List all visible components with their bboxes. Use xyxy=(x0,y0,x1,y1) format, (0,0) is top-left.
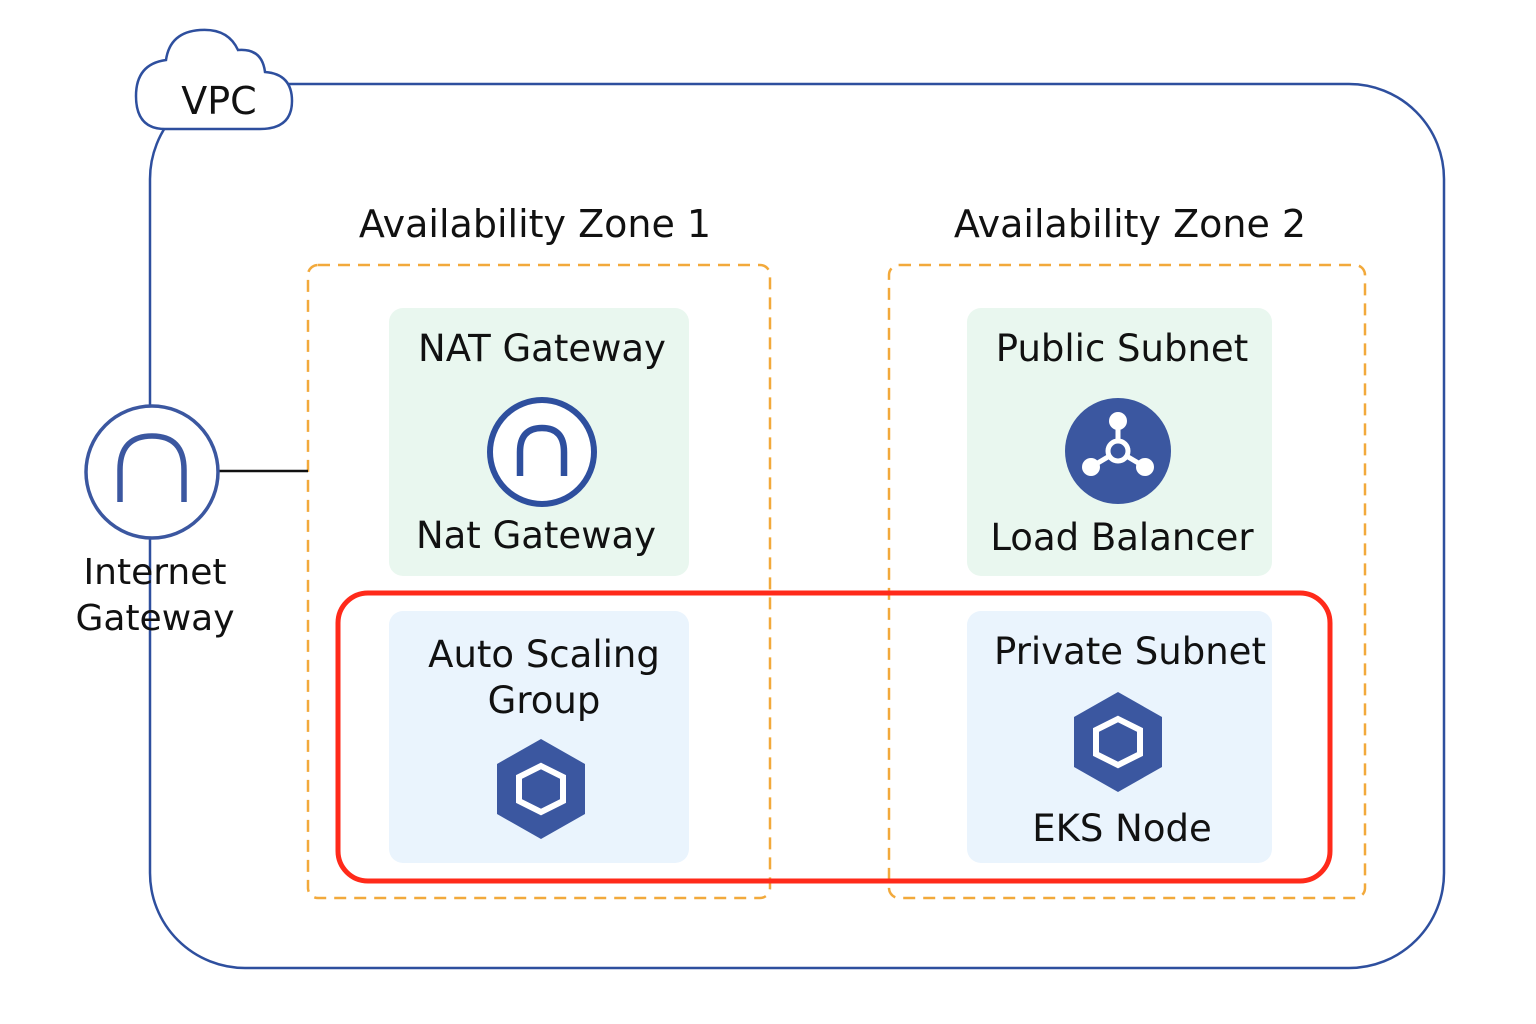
auto-scaling-group-title: Auto Scaling Group xyxy=(428,633,660,722)
nat-gateway-caption: Nat Gateway xyxy=(415,514,657,557)
public-subnet-title: Public Subnet xyxy=(995,327,1249,370)
vpc-cloud-icon xyxy=(134,28,294,131)
availability-zone-1-boundary xyxy=(306,263,772,900)
private-subnet-title: Private Subnet xyxy=(994,630,1266,673)
auto-scaling-hexagon-icon xyxy=(497,739,585,839)
availability-zone-2-title: Availability Zone 2 xyxy=(953,202,1307,246)
load-balancer-icon xyxy=(1065,398,1171,504)
availability-zone-2-boundary xyxy=(887,263,1367,900)
load-balancer-caption: Load Balancer xyxy=(990,516,1254,559)
eks-node-hexagon-icon xyxy=(1074,692,1162,792)
availability-zone-1-title: Availability Zone 1 xyxy=(358,202,712,246)
vpc-label: VPC xyxy=(181,79,257,123)
eks-node-caption: EKS Node xyxy=(1032,807,1212,850)
internet-gateway-icon xyxy=(84,404,220,540)
auto-scaling-group-box xyxy=(389,611,689,863)
nat-gateway-icon xyxy=(487,397,597,507)
internet-gateway-label: Internet Gateway xyxy=(75,552,235,639)
nat-gateway-title: NAT Gateway xyxy=(418,327,666,370)
highlight-frame xyxy=(335,590,1333,884)
